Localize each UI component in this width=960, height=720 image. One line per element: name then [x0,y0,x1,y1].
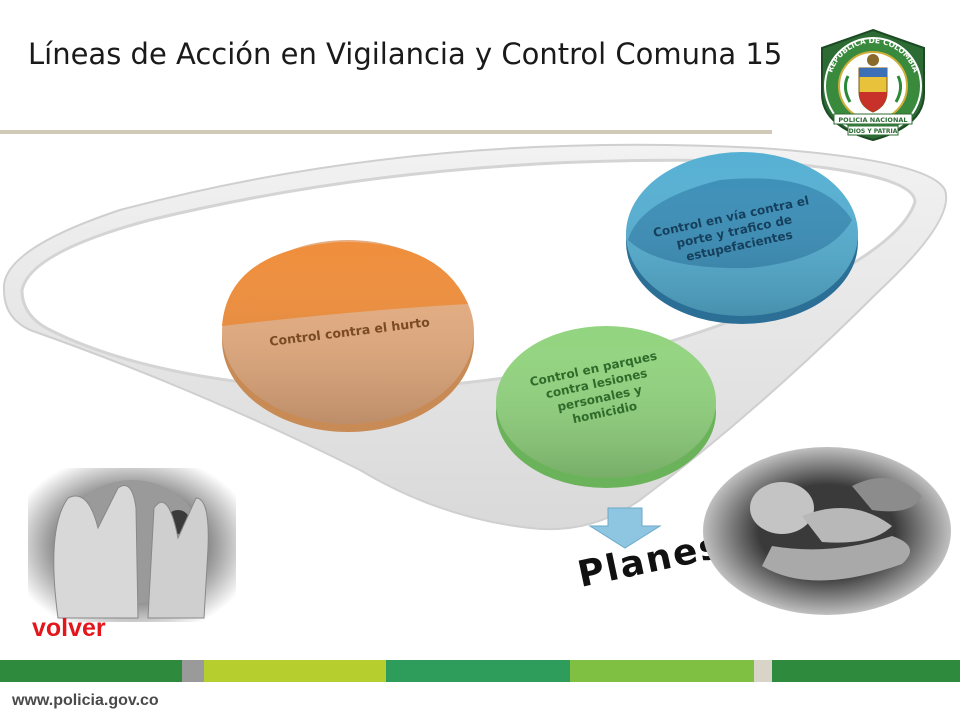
stripe-segment [754,660,772,682]
stripe-segment [204,660,386,682]
stripe-segment [386,660,570,682]
police-emblem-logo: REPUBLICA DE COLOMBIA POLICIA NACIONAL D… [821,28,925,142]
circle-parques: Control en parques contra lesiones perso… [496,326,716,488]
slide-title: Líneas de Acción en Vigilancia y Control… [28,37,783,71]
circle-hurto: Control contra el hurto [222,240,474,432]
output-arrow [588,507,662,549]
circle-estupefacientes: Control en vía contra el porte y trafico… [626,152,858,324]
stripe-segment [0,660,182,682]
stripe-segment [772,660,960,682]
stripe-segment [570,660,754,682]
baby-hands-photo [703,447,951,615]
footer-url[interactable]: www.policia.gov.co [12,692,159,709]
title-divider [0,130,772,134]
footer-color-stripe [0,660,960,682]
stripe-segment [182,660,204,682]
child-hands-photo [28,468,236,622]
funnel-diagram: Control contra el hurto Control en parqu… [2,143,948,596]
emblem-middle-text: POLICIA NACIONAL [838,116,907,124]
emblem-bottom-text: DIOS Y PATRIA [849,128,898,135]
back-link[interactable]: volver [32,614,106,642]
